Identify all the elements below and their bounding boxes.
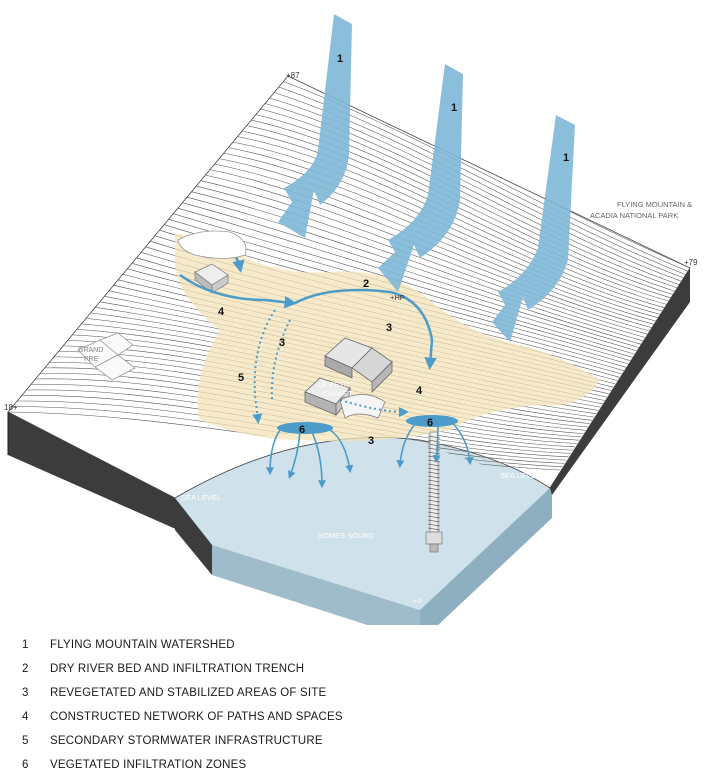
contour-line — [191, 191, 646, 338]
marker-path-b: 4 — [416, 385, 423, 397]
building-upper — [194, 263, 229, 294]
watershed-arrows — [278, 14, 575, 342]
legend-number: 2 — [22, 663, 29, 675]
elevation-left: 18+ — [4, 403, 18, 412]
pier-plank — [427, 515, 441, 519]
upper-terrace — [177, 230, 247, 259]
secondary-stormwater — [252, 309, 409, 424]
legend-text: REVEGETATED AND STABILIZED AREAS OF SITE — [50, 687, 327, 699]
pier-plank — [427, 503, 441, 507]
pier-plank — [427, 451, 441, 455]
somes-sound-label: SOMES SOUND — [318, 531, 375, 540]
pier-plank — [427, 463, 441, 467]
contour-line — [255, 114, 676, 292]
marker-arrow-1: 1 — [337, 53, 343, 65]
legend-item: 3 REVEGETATED AND STABILIZED AREAS OF SI… — [22, 685, 326, 701]
pier-plank — [427, 487, 441, 491]
grand-pre-label-2: PRE — [84, 356, 99, 363]
legend-number: 1 — [22, 639, 29, 651]
marker-arrow-3: 1 — [563, 152, 569, 164]
contour-line — [173, 213, 637, 352]
elevation-hp: +HP — [390, 293, 405, 302]
pier-plank — [427, 467, 441, 471]
chalet-label-2: CHALET — [323, 389, 353, 398]
flying-mountain-label-2: ACADIA NATIONAL PARK — [590, 211, 678, 220]
chalet-label-1: LE PETIT — [318, 380, 351, 389]
contour-line — [260, 108, 678, 289]
pier-plank — [427, 479, 441, 483]
watershed-arrow-3 — [492, 115, 575, 342]
pier-plank — [427, 527, 441, 531]
pier-plank — [427, 471, 441, 475]
site-area — [175, 234, 600, 442]
legend-number: 5 — [22, 735, 29, 747]
elevation-right: +79 — [684, 258, 698, 267]
contour-line — [264, 103, 680, 285]
legend-text: CONSTRUCTED NETWORK OF PATHS AND SPACES — [50, 711, 343, 723]
legend-item: 6 VEGETATED INFILTRATION ZONES — [22, 757, 246, 773]
legend-text: SECONDARY STORMWATER INFRASTRUCTURE — [50, 735, 323, 747]
marker-secondary: 5 — [238, 372, 244, 384]
pier-plank — [427, 483, 441, 487]
legend-item: 4 CONSTRUCTED NETWORK OF PATHS AND SPACE… — [22, 709, 343, 725]
outflow-arrows — [266, 421, 474, 489]
pier-plank — [427, 495, 441, 499]
legend-item: 1 FLYING MOUNTAIN WATERSHED — [22, 637, 235, 653]
contour-line — [177, 207, 639, 348]
marker-trench: 2 — [363, 278, 369, 290]
marker-veg-a: 3 — [279, 337, 285, 349]
pier-plank — [427, 507, 441, 511]
flying-mountain-label-1: FLYING MOUNTAIN & — [617, 200, 692, 209]
pier-plank — [427, 511, 441, 515]
legend-number: 6 — [22, 759, 29, 771]
contour-line — [251, 119, 674, 295]
sea-level-left-label: SEA LEVEL — [181, 493, 221, 502]
numbered-markers: 1 1 1 2 3 3 3 4 4 5 6 6 — [218, 53, 569, 447]
marker-veg-b: 3 — [386, 322, 392, 334]
contour-line — [186, 196, 644, 342]
le-petit-chalet-building — [304, 337, 393, 419]
legend: 1 FLYING MOUNTAIN WATERSHED 2 DRY RIVER … — [0, 628, 706, 780]
marker-zone-a: 6 — [299, 424, 305, 436]
infiltration-zones — [277, 415, 458, 434]
elevation-top: +87 — [286, 71, 300, 80]
map-labels: +87 +79 18+ +0 +HP FLYING MOUNTAIN & ACA… — [4, 71, 698, 605]
marker-veg-c: 3 — [368, 435, 374, 447]
marker-arrow-2: 1 — [451, 102, 457, 114]
legend-text: VEGETATED INFILTRATION ZONES — [50, 759, 247, 771]
pier-plank — [427, 519, 441, 523]
pier-plank — [427, 523, 441, 527]
legend-number: 3 — [22, 687, 29, 699]
legend-text: DRY RIVER BED AND INFILTRATION TRENCH — [50, 663, 305, 675]
contour-line — [182, 202, 642, 345]
legend-item: 2 DRY RIVER BED AND INFILTRATION TRENCH — [22, 661, 304, 677]
watershed-diagram: +87 +79 18+ +0 +HP FLYING MOUNTAIN & ACA… — [4, 14, 698, 625]
pier-plank — [427, 447, 441, 451]
marker-zone-b: 6 — [427, 417, 433, 429]
water-block — [175, 437, 552, 625]
grand-pre-building — [77, 332, 136, 381]
legend-text: FLYING MOUNTAIN WATERSHED — [50, 639, 235, 651]
legend-number: 4 — [22, 711, 29, 723]
pier — [425, 431, 443, 553]
watershed-arrow-2 — [378, 64, 463, 292]
pier-plank — [427, 499, 441, 503]
pier-plank — [427, 491, 441, 495]
grand-pre-label-1: GRAND — [78, 347, 103, 354]
marker-path-a: 4 — [218, 306, 225, 318]
pier-plank — [427, 475, 441, 479]
watershed-arrow-1 — [278, 14, 352, 238]
legend-item: 5 SECONDARY STORMWATER INFRASTRUCTURE — [22, 733, 323, 749]
elevation-base: +0 — [413, 596, 422, 605]
sea-level-right-label: SEA LEVEL — [500, 471, 540, 480]
